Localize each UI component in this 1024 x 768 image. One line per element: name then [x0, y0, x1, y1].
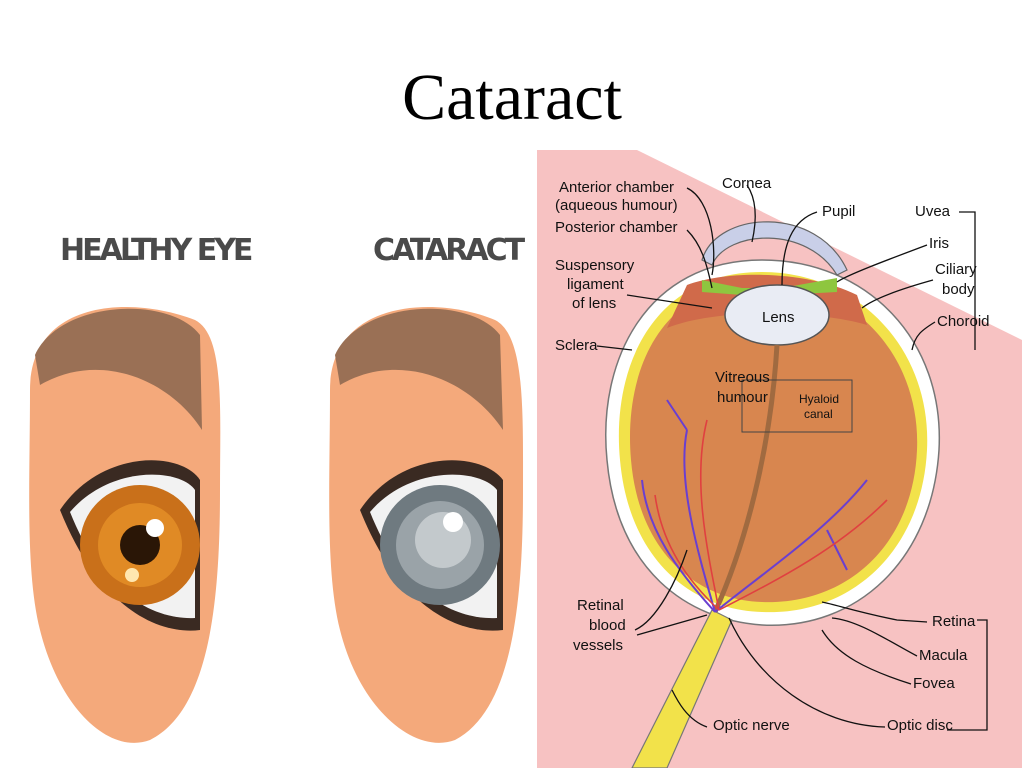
leader-lines	[596, 184, 988, 731]
label-sclera: Sclera	[555, 337, 598, 354]
label-pupil: Pupil	[822, 203, 855, 220]
label-vessels: vessels	[573, 637, 623, 654]
label-vitreous: Vitreous	[715, 369, 770, 386]
page-title: Cataract	[402, 61, 622, 134]
cornea	[701, 221, 848, 276]
eyebrow-shape	[35, 308, 202, 430]
label-iris: Iris	[929, 235, 949, 252]
eyebrow-shape	[335, 308, 503, 430]
label-hyaloid: Hyaloid	[799, 392, 839, 406]
label-aqueous-humour: (aqueous humour)	[555, 197, 678, 214]
cataract-eye-illustration: CATARACT	[329, 233, 529, 743]
label-optic-nerve: Optic nerve	[713, 717, 790, 734]
healthy-eye-illustration: HEALTHY EYE	[29, 233, 255, 743]
vitreous-humour	[629, 282, 918, 603]
label-ligament: ligament	[567, 276, 625, 293]
label-macula: Macula	[919, 647, 968, 664]
retinal-blood-vessels	[641, 399, 868, 613]
healthy-eye-caption: HEALTHY EYE	[60, 233, 252, 268]
label-canal: canal	[804, 407, 833, 421]
hyaloid-canal	[712, 344, 780, 614]
label-anterior-chamber: Anterior chamber	[559, 179, 674, 196]
label-of-lens: of lens	[572, 295, 616, 312]
label-fovea: Fovea	[913, 675, 955, 692]
label-retinal: Retinal	[577, 597, 624, 614]
label-posterior-chamber: Posterior chamber	[555, 219, 678, 236]
label-uvea: Uvea	[915, 203, 951, 220]
label-blood: blood	[589, 617, 626, 634]
eye-anatomy-diagram: Anterior chamber (aqueous humour) Poster…	[537, 150, 1022, 768]
label-suspensory: Suspensory	[555, 257, 635, 274]
label-humour: humour	[717, 389, 768, 406]
label-lens: Lens	[762, 309, 795, 326]
label-cornea: Cornea	[722, 175, 772, 192]
label-optic-disc: Optic disc	[887, 717, 953, 734]
label-ciliary-body: body	[942, 281, 975, 298]
label-choroid: Choroid	[937, 313, 990, 330]
label-ciliary: Ciliary	[935, 261, 977, 278]
cataract-eye-caption: CATARACT	[373, 233, 526, 268]
label-retina: Retina	[932, 613, 976, 630]
optic-nerve	[631, 609, 733, 768]
